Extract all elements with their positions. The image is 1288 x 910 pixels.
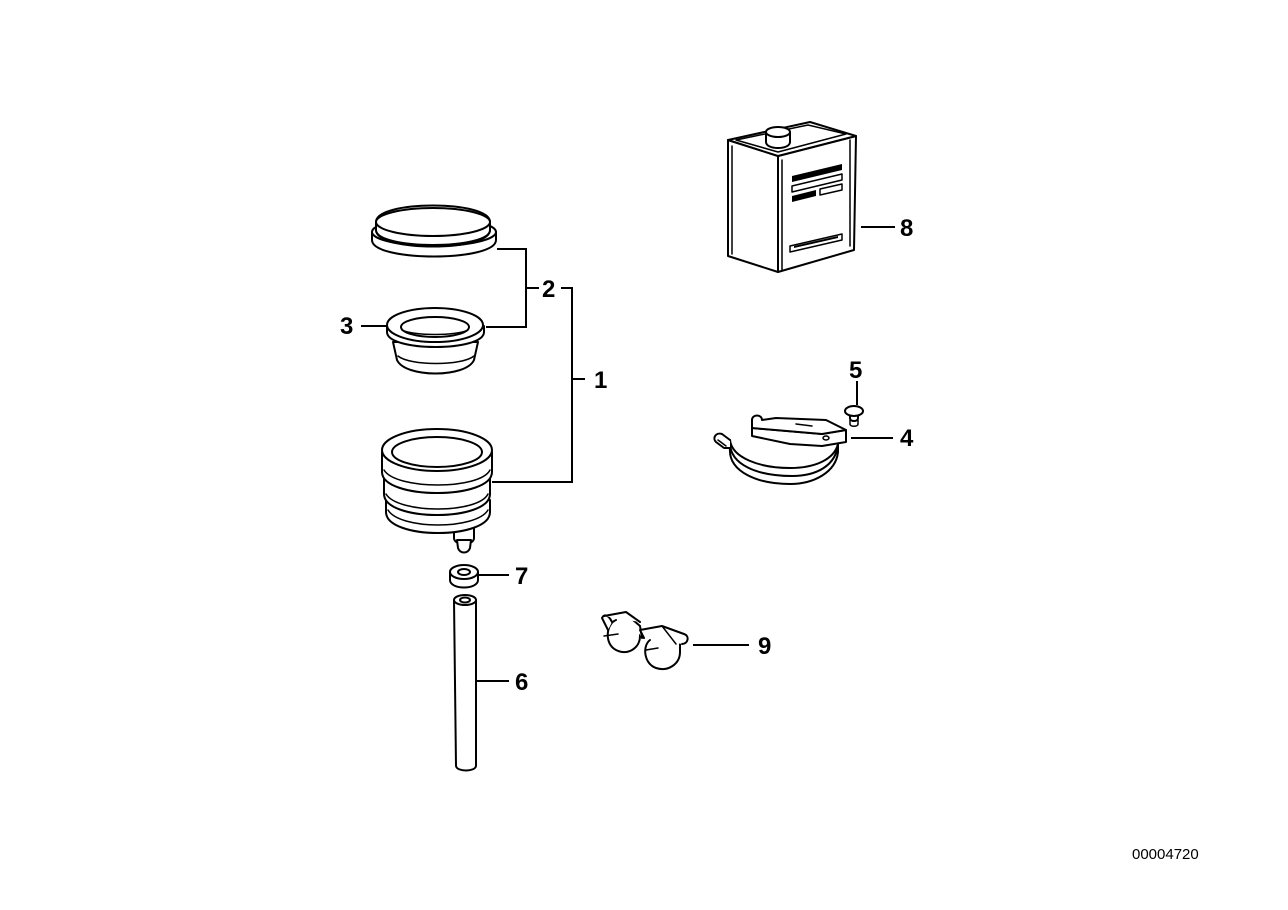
callout-2: 2 [542,276,555,303]
hose-clamp-small [449,564,479,589]
fluid-container [727,121,857,273]
callout-7: 7 [515,563,528,590]
leader-lines [361,226,895,682]
callout-4: 4 [900,425,914,452]
callout-9: 9 [758,633,771,660]
callout-5: 5 [849,357,862,384]
callout-1: 1 [594,367,607,394]
reference-number: 00004720 [1132,846,1199,863]
callout-6: 6 [515,669,528,696]
screw [844,405,864,427]
hose [453,594,477,772]
double-clip [601,611,689,670]
sealing-ring [386,307,485,375]
reservoir-cap [371,204,497,258]
callout-labels: 1 2 3 4 5 6 7 8 9 [340,215,914,696]
callout-8: 8 [900,215,913,242]
holder-bracket [713,414,847,485]
reservoir-housing [381,428,493,554]
callout-3: 3 [340,313,353,340]
